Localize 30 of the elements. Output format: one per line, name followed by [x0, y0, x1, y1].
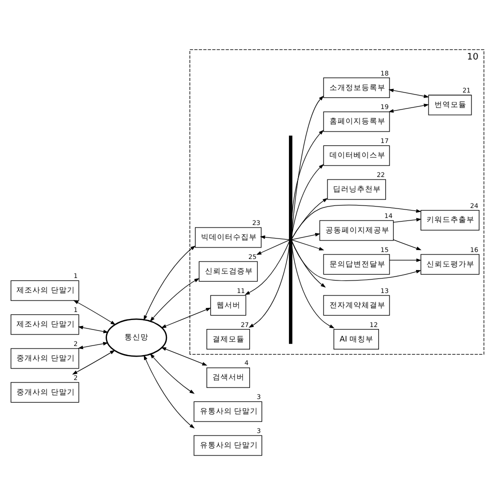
- arrow: [73, 300, 116, 325]
- arrow: [256, 240, 290, 255]
- arrow: [389, 258, 422, 262]
- arrow: [244, 241, 290, 295]
- arrow: [144, 246, 196, 321]
- arrow: [150, 278, 200, 322]
- arrow: [150, 353, 195, 394]
- arrow: [292, 240, 324, 250]
- arrow: [161, 308, 212, 328]
- arrow: [392, 239, 422, 250]
- arrow: [292, 130, 324, 217]
- arrow: [392, 218, 422, 223]
- arrow: [78, 342, 108, 350]
- arrow: [161, 347, 208, 366]
- arrow: [248, 245, 290, 328]
- arrow: [292, 96, 324, 232]
- arrow: [388, 88, 430, 98]
- arrow: [292, 164, 324, 236]
- arrow: [292, 232, 320, 240]
- arrow: [260, 235, 290, 240]
- arrow: [78, 326, 109, 334]
- arrow: [292, 204, 422, 239]
- arrow: [388, 104, 430, 113]
- arrow: [72, 350, 116, 375]
- arrow: [144, 354, 195, 428]
- arrow: [292, 246, 335, 328]
- arrow: [292, 198, 328, 239]
- arrow: [292, 240, 326, 288]
- arrow: [292, 241, 422, 281]
- node-bar: [288, 136, 292, 344]
